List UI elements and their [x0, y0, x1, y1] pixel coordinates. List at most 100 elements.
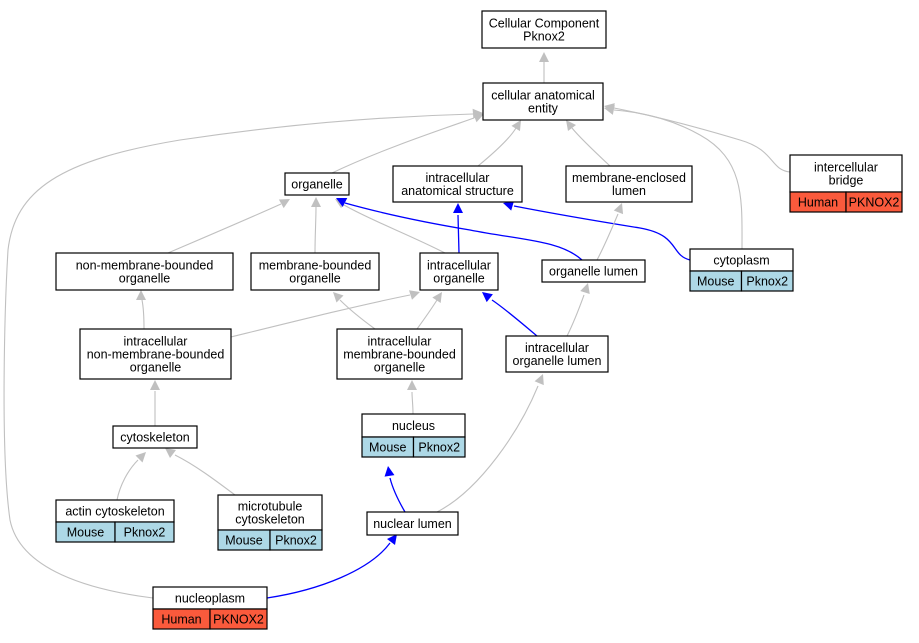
edge-is-a	[150, 380, 160, 426]
arrowhead-icon	[165, 448, 176, 458]
edge-line	[566, 294, 585, 337]
species-label: Human	[161, 613, 201, 627]
edge-is-a	[136, 290, 146, 330]
gene-cell	[845, 191, 903, 213]
gene-label: Pknox2	[418, 441, 460, 455]
edge-line	[266, 542, 391, 599]
gene-cell	[269, 529, 323, 551]
species-label: Mouse	[67, 526, 105, 540]
edge-is-a	[335, 199, 446, 254]
go-term-node: nuclear lumen	[366, 511, 459, 536]
annotation-row: Human PKNOX2	[152, 608, 268, 630]
arrowhead-icon	[136, 290, 146, 300]
node-label: intracellular	[368, 335, 432, 349]
edge-line	[230, 294, 411, 338]
node-box	[112, 425, 198, 449]
edge-is-a	[604, 105, 743, 250]
edge-is-a	[539, 52, 549, 83]
arrowhead-icon	[407, 380, 417, 390]
edge-part-of	[453, 203, 463, 254]
edge-is-a	[116, 452, 146, 501]
edge-is-a	[167, 199, 290, 254]
arrowhead-icon	[432, 292, 442, 304]
gene-cell	[412, 436, 466, 458]
node-label: intracellular	[426, 171, 490, 185]
gene-cell	[114, 521, 175, 543]
node-label: organelle lumen	[549, 265, 638, 279]
arrowhead-icon	[384, 466, 395, 477]
edge-part-of	[266, 534, 397, 599]
arrowhead-icon	[409, 290, 420, 300]
node-box	[55, 252, 234, 291]
node-box	[284, 172, 350, 196]
gene-cell	[740, 270, 794, 292]
edge-is-a	[165, 448, 236, 496]
species-label: Human	[798, 196, 838, 210]
gene-label: Pknox2	[275, 534, 317, 548]
edge-line	[436, 385, 539, 513]
edge-is-a	[331, 112, 484, 174]
edge-line	[116, 459, 139, 501]
edge-line	[571, 127, 611, 167]
edge-line	[457, 214, 460, 254]
gene-label: PKNOX2	[213, 613, 264, 627]
arrowhead-icon	[482, 292, 493, 303]
arrowhead-icon	[278, 199, 290, 209]
node-label: organelle	[374, 361, 425, 375]
node-label: cellular anatomical	[491, 89, 595, 103]
arrowhead-icon	[453, 203, 463, 213]
edge-line	[167, 203, 282, 254]
edge-line	[477, 127, 517, 167]
node-label: cytoskeleton	[235, 513, 305, 527]
node-label: organelle	[433, 272, 484, 286]
edge-is-a	[566, 120, 611, 167]
edge-line	[314, 206, 317, 254]
edge-line	[331, 117, 475, 174]
node-label: intracellular	[427, 259, 491, 273]
node-label: cytoskeleton	[120, 431, 190, 445]
node-box	[565, 165, 693, 203]
edge-is-a	[333, 292, 376, 330]
node-box	[392, 165, 523, 203]
node-label: intercellular	[814, 161, 878, 175]
edge-line	[3, 113, 474, 599]
edge-line	[416, 299, 438, 330]
node-box	[789, 154, 903, 193]
edge-line	[389, 477, 406, 513]
edge-line	[613, 109, 743, 250]
node-label: organelle	[291, 178, 342, 192]
node-label: anatomical structure	[401, 184, 514, 198]
node-label: bridge	[829, 174, 864, 188]
arrowhead-icon	[472, 108, 483, 119]
node-label: nuclear lumen	[373, 517, 452, 531]
arrowhead-icon	[534, 374, 544, 386]
arrowhead-icon	[580, 283, 590, 294]
node-box	[541, 259, 646, 283]
arrowhead-icon	[503, 201, 514, 211]
node-label: non-membrane-bounded	[87, 348, 225, 362]
arrowhead-icon	[613, 203, 624, 215]
edge-line	[513, 205, 691, 261]
edge-line	[174, 454, 236, 496]
edge-is-a	[311, 197, 321, 254]
edge-line	[344, 202, 583, 261]
arrowhead-icon	[333, 292, 344, 303]
edge-line	[411, 391, 414, 415]
node-box	[366, 511, 459, 536]
